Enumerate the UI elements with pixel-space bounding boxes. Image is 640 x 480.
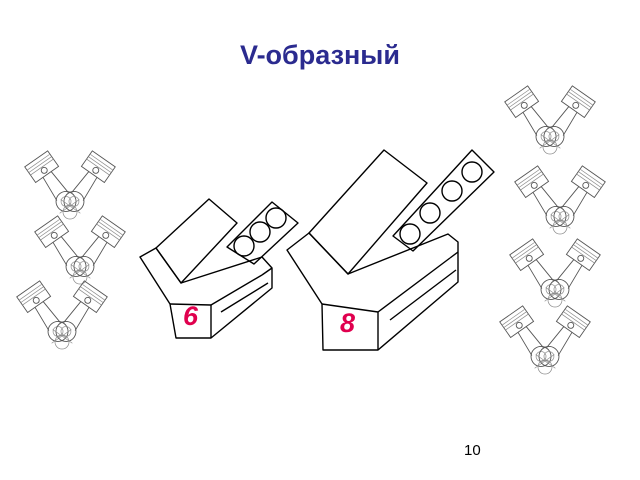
piston-pair-left-1	[25, 151, 116, 219]
page-number: 10	[464, 442, 481, 459]
slide-title: V-образный	[240, 40, 400, 70]
piston-pair-right-1	[505, 86, 596, 154]
piston-pair-right-3	[510, 239, 601, 307]
cylinder-count-label-6: 6	[183, 301, 199, 331]
v8-engine-block	[286, 149, 495, 351]
piston-pair-left-3	[17, 281, 108, 349]
piston-pair-right-2	[515, 166, 606, 234]
piston-pair-left-2	[35, 216, 126, 284]
v6-engine-block	[139, 198, 299, 339]
piston-pair-right-4	[500, 306, 591, 374]
cylinder-count-label-8: 8	[340, 308, 355, 338]
